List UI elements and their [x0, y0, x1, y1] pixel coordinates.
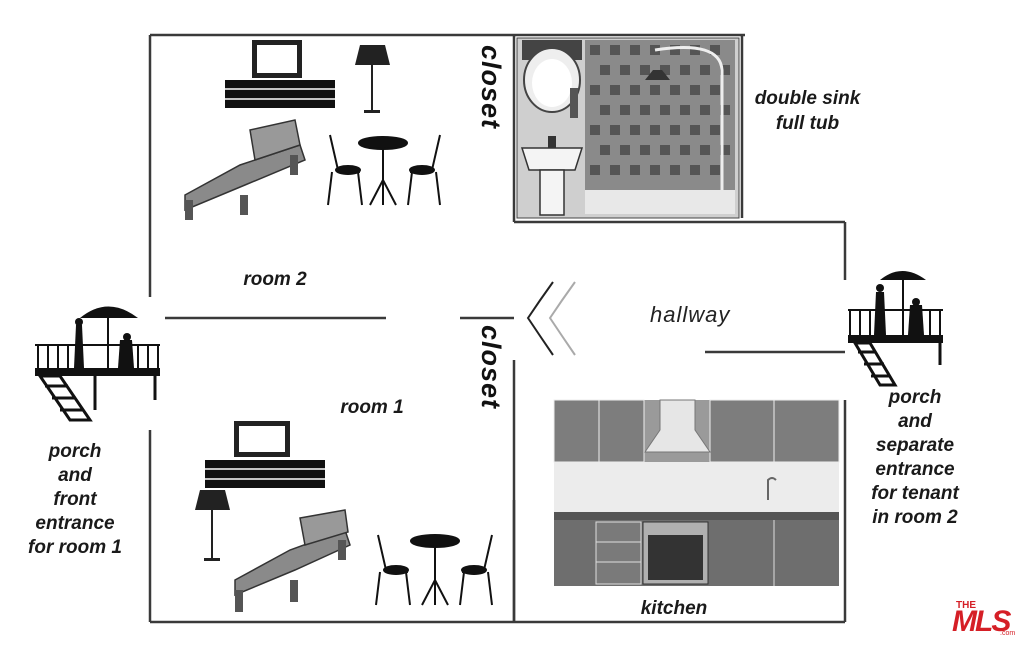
tv-icon — [205, 421, 325, 488]
bathroom-label: double sink full tub — [754, 88, 861, 134]
closet-top-label: closet — [476, 45, 506, 130]
lounge-chair-icon — [234, 509, 351, 612]
bathroom-icon — [516, 37, 740, 219]
tv-icon — [225, 40, 335, 108]
logo-mls: MLS — [952, 605, 1011, 638]
porch-umbrella-icon — [35, 306, 160, 422]
hallway-label: hallway — [650, 302, 731, 327]
logo-the: THE — [956, 600, 976, 611]
closet-middle-label: closet — [476, 325, 506, 410]
lounge-chair-icon — [184, 119, 306, 220]
bistro-table-icon — [327, 134, 441, 206]
bistro-table-icon — [375, 534, 493, 606]
right-porch-label: porch and separate entrance for tenant i… — [871, 387, 959, 528]
left-porch-label: porch and front entrance for room 1 — [28, 441, 122, 558]
walls — [148, 33, 847, 624]
lamp-icon — [195, 490, 230, 561]
the-mls-logo: THE MLS .com — [950, 600, 1024, 644]
door-swing-icon — [526, 281, 576, 356]
lamp-icon — [355, 45, 390, 113]
room-2-label: room 2 — [243, 269, 307, 290]
porch-umbrella-icon — [848, 271, 943, 387]
room-1-label: room 1 — [340, 397, 404, 418]
logo-com: .com — [1000, 630, 1016, 637]
kitchen-icon — [553, 399, 840, 586]
kitchen-label: kitchen — [640, 598, 708, 619]
